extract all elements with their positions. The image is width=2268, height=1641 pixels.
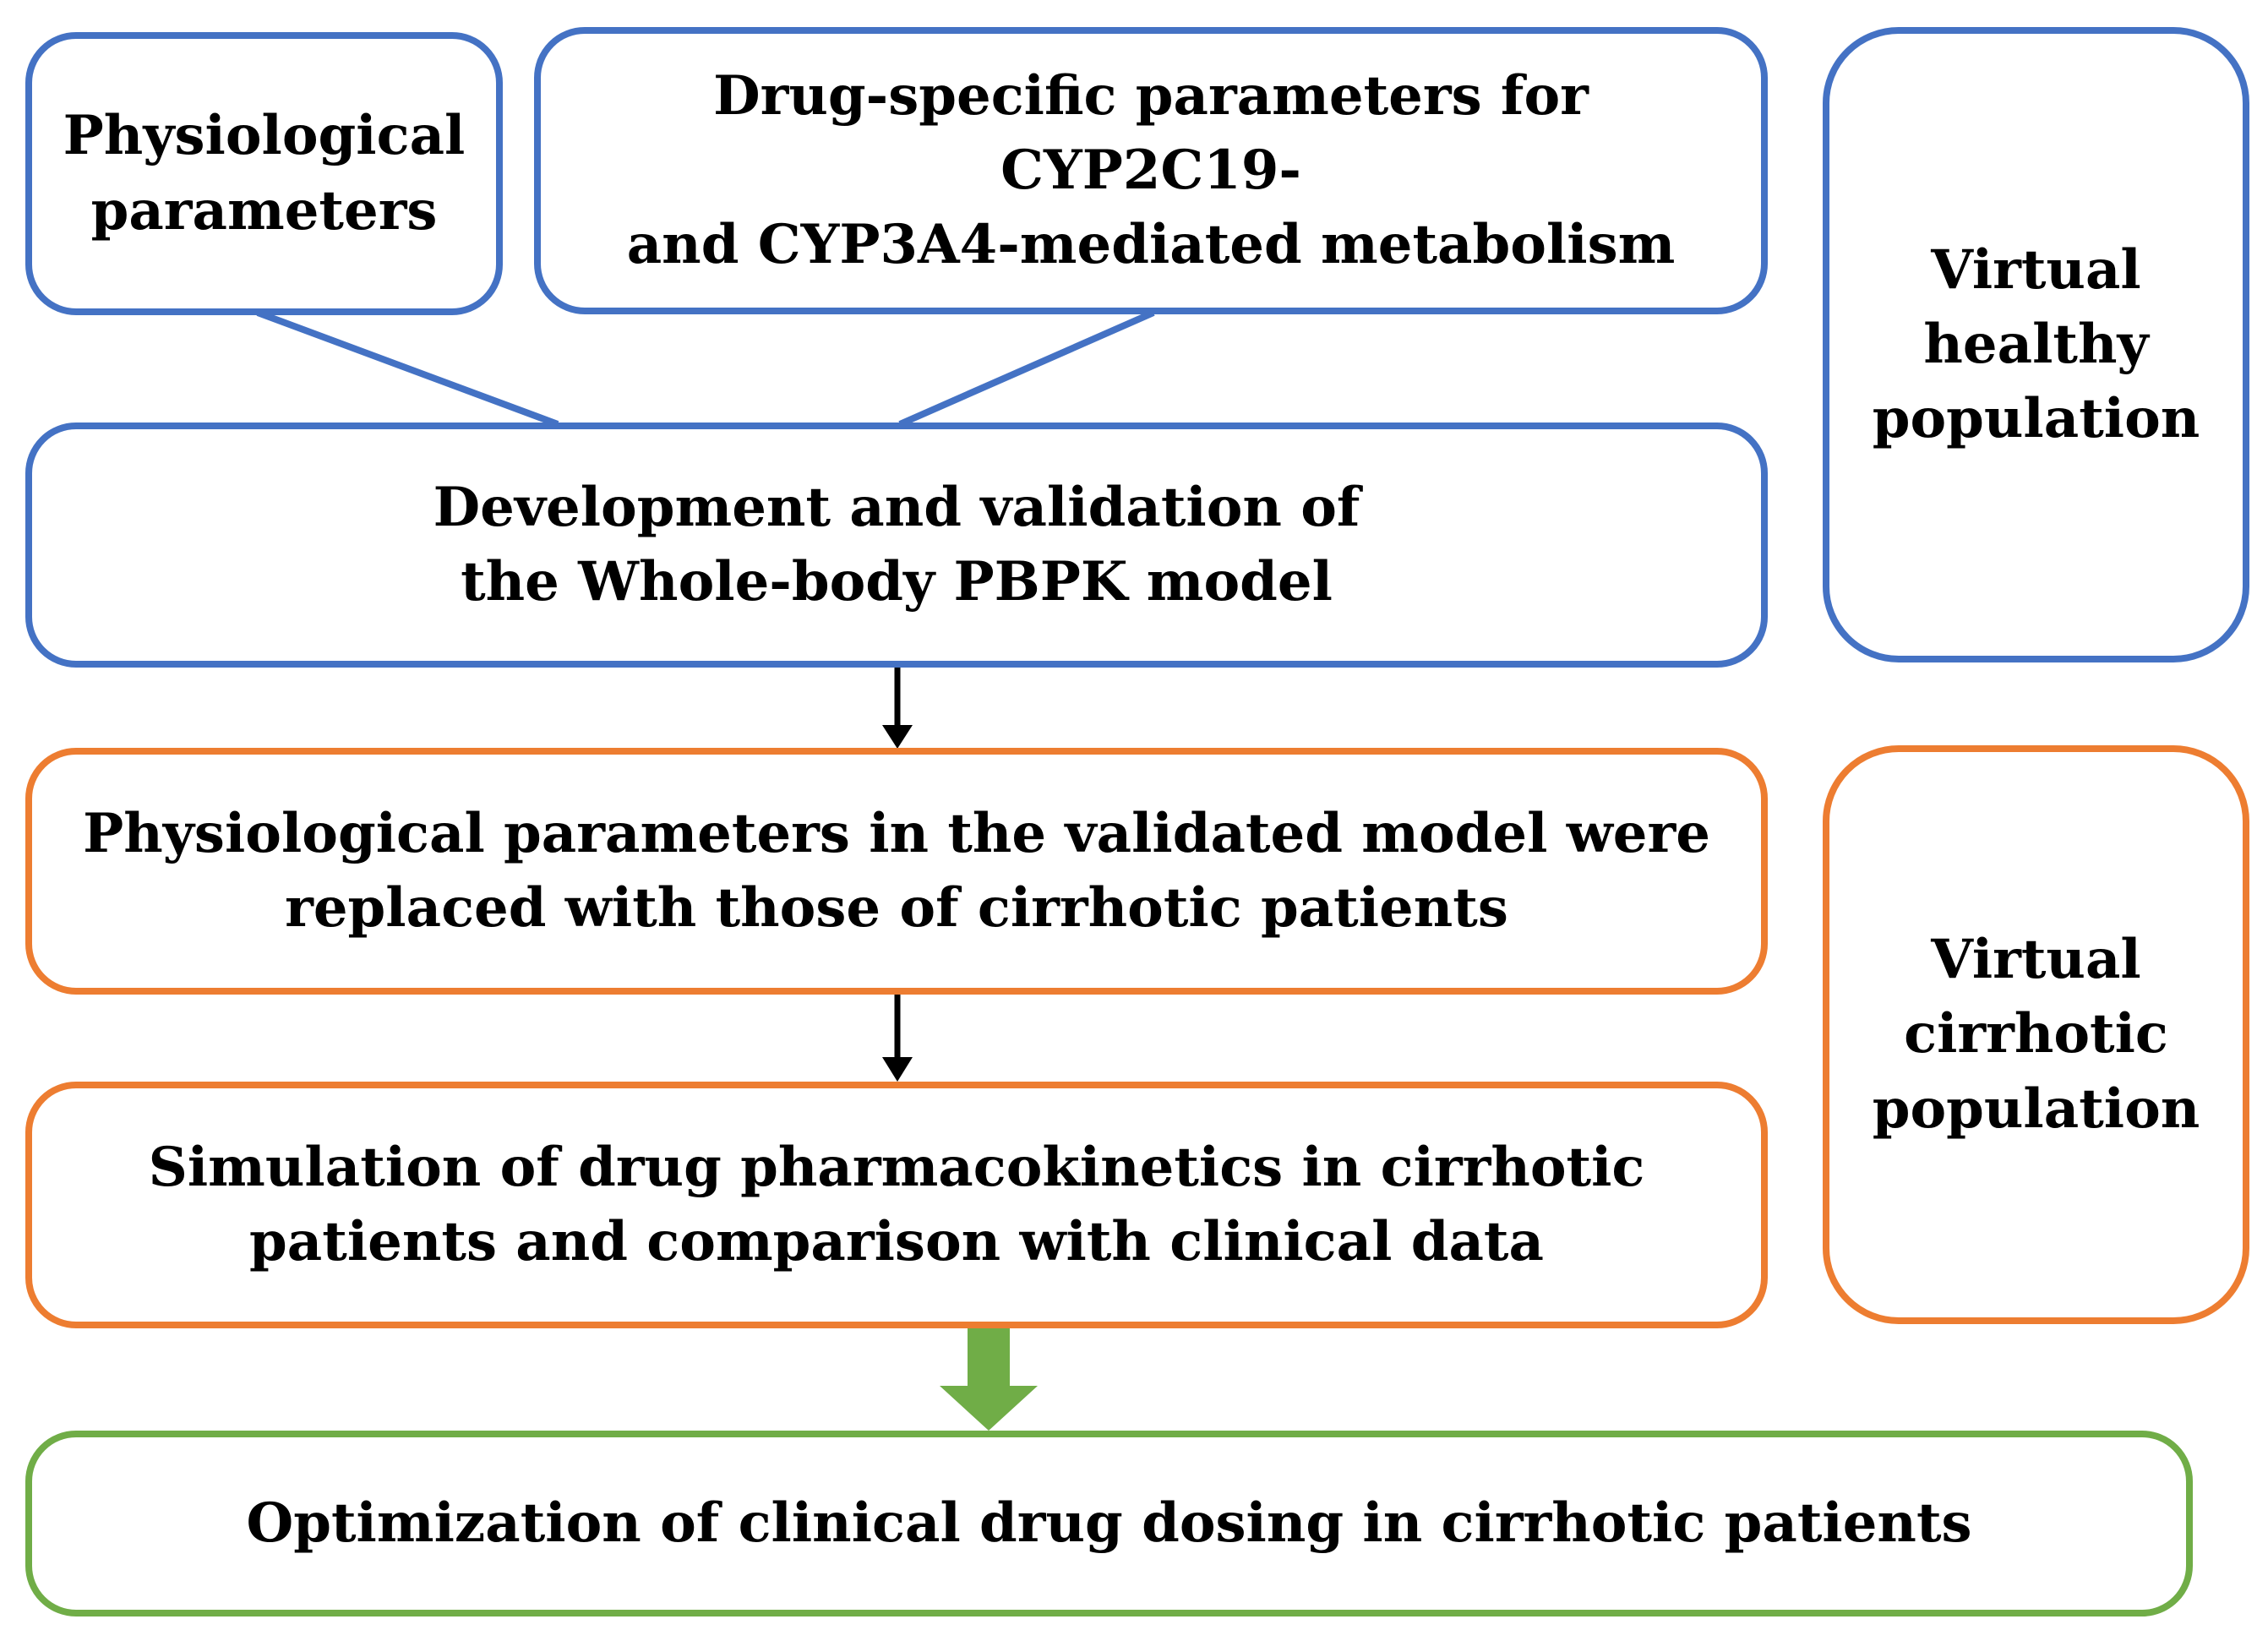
connector-drug-to-development [898, 309, 1155, 428]
connector-physio-to-development [256, 309, 559, 428]
simulation-comparison-box: Simulation of drug pharmacokinetics in c… [25, 1082, 1768, 1328]
development-validation-box: Development and validation of the Whole-… [25, 423, 1768, 668]
drug-specific-parameters-box: Drug-specific parameters for CYP2C19- an… [534, 27, 1768, 314]
arrow-replaced-to-simulation [882, 995, 913, 1082]
arrow-development-to-replaced [882, 668, 913, 749]
optimization-dosing-box: Optimization of clinical drug dosing in … [25, 1431, 2193, 1616]
physiological-parameters-box: Physiological parameters [25, 32, 503, 315]
parameters-replaced-box: Physiological parameters in the validate… [25, 748, 1768, 995]
virtual-cirrhotic-population-box: Virtual cirrhotic population [1823, 745, 2249, 1324]
arrow-simulation-to-optimization [940, 1328, 1038, 1431]
virtual-healthy-population-box: Virtual healthy population [1823, 27, 2249, 662]
